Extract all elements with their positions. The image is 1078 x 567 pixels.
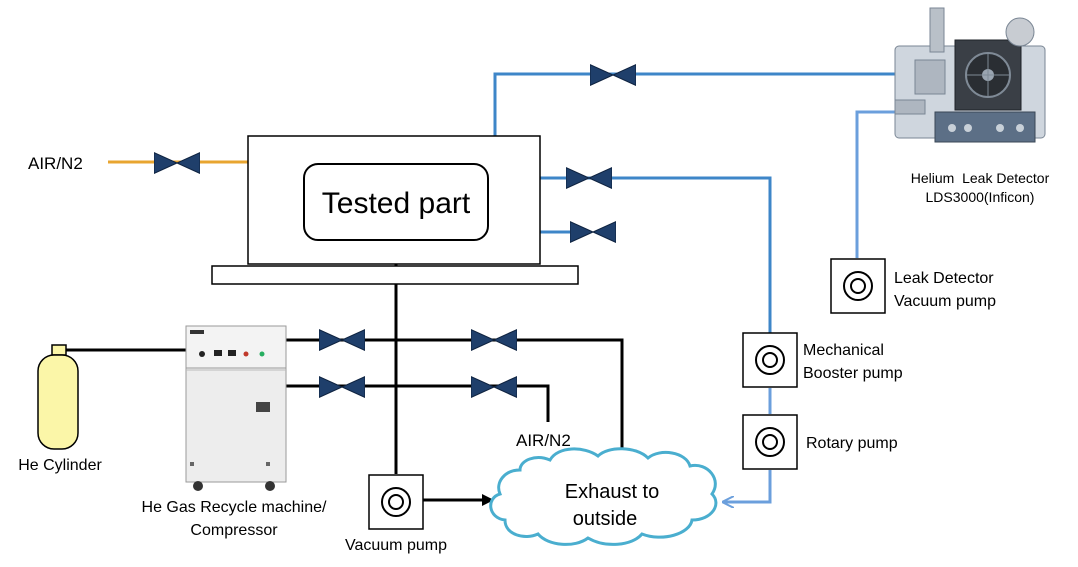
recycle-lower-left-valve-icon[interactable] bbox=[319, 376, 365, 398]
recycle-upper-left-valve-icon[interactable] bbox=[319, 329, 365, 351]
leak-detector-image bbox=[894, 7, 1046, 143]
rough-pump-pipe bbox=[540, 176, 772, 333]
he-recycle-label-line1: He Gas Recycle machine/ bbox=[142, 499, 328, 516]
rotary-exhaust-pipe bbox=[724, 470, 772, 502]
air-n2-left-label: AIR/N2 bbox=[28, 154, 83, 173]
vacuum-pump-icon bbox=[368, 474, 424, 530]
mechanical-booster-pump-icon bbox=[742, 332, 798, 388]
recycle-lower-right-valve-icon[interactable] bbox=[471, 376, 517, 398]
vacuum-pump-label: Vacuum pump bbox=[345, 537, 447, 554]
vent-valve-icon[interactable] bbox=[570, 221, 616, 243]
recycle-upper-right-valve-icon[interactable] bbox=[471, 329, 517, 351]
mechanical-booster-label-line2: Booster pump bbox=[803, 365, 903, 382]
helium-line-valve-icon[interactable] bbox=[590, 64, 636, 86]
recycle-return-pipe bbox=[286, 338, 628, 464]
helium-leak-detector-label-line1: Helium Leak Detector bbox=[911, 170, 1050, 186]
helium-leak-detector-label-line2: LDS3000(Inficon) bbox=[926, 189, 1035, 205]
leak-detector-pump-pipe bbox=[855, 110, 895, 258]
he-cylinder-icon bbox=[37, 344, 79, 450]
he-cylinder-label: He Cylinder bbox=[18, 457, 102, 474]
leak-detector-vacuum-pump-icon bbox=[830, 258, 886, 314]
air-n2-bottom-label: AIR/N2 bbox=[516, 431, 571, 450]
exhaust-label-line1: Exhaust to bbox=[565, 481, 660, 503]
he-recycle-label-line2: Compressor bbox=[190, 522, 278, 539]
rotary-pump-label: Rotary pump bbox=[806, 435, 898, 452]
rough-line-valve-icon[interactable] bbox=[566, 167, 612, 189]
leak-detector-vacuum-pump-label-line2: Vacuum pump bbox=[894, 293, 996, 310]
tested-part-box bbox=[303, 163, 489, 241]
recycle-machine-image bbox=[185, 325, 287, 491]
air-n2-valve-icon[interactable] bbox=[154, 152, 200, 174]
tested-part-label: Tested part bbox=[322, 187, 471, 220]
exhaust-label-line2: outside bbox=[573, 508, 638, 530]
helium-detector-pipe bbox=[493, 72, 895, 136]
leak-detector-vacuum-pump-label-line1: Leak Detector bbox=[894, 270, 994, 287]
chamber-base-plate bbox=[211, 265, 579, 285]
rotary-pump-icon bbox=[742, 414, 798, 470]
mechanical-booster-label-line1: Mechanical bbox=[803, 342, 884, 359]
recycle-supply-pipe bbox=[286, 384, 550, 422]
exhaust-cloud-icon bbox=[489, 447, 718, 546]
